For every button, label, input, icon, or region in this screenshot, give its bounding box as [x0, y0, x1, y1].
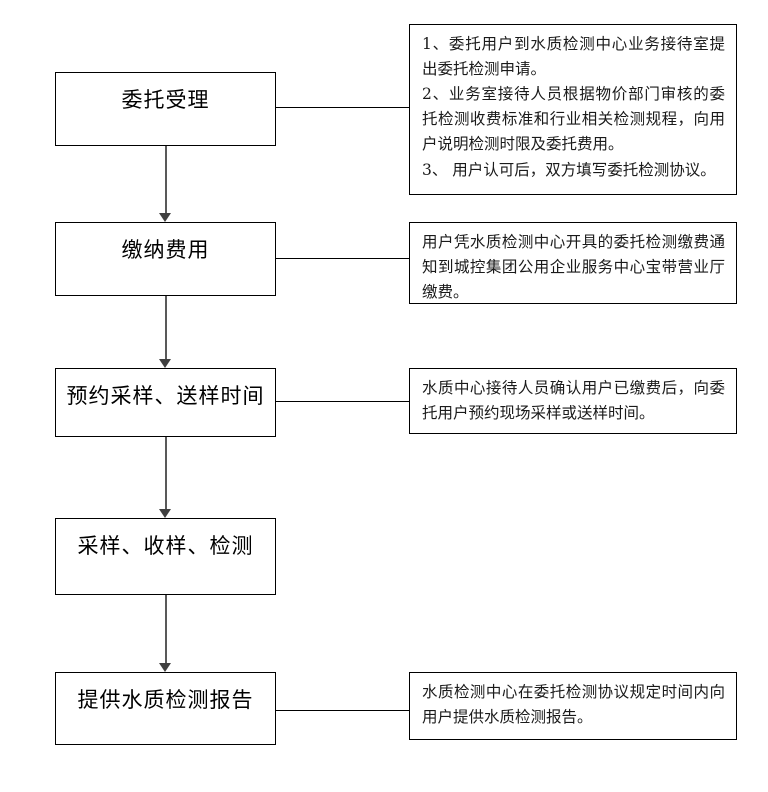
note-box-step-1: 1、委托用户到水质检测中心业务接待室提出委托检测申请。 2、业务室接待人员根据物…: [409, 24, 737, 195]
connector-step-1-to-note-1: [276, 107, 410, 108]
process-box-label-step-4: 采样、收样、检测: [77, 535, 254, 558]
process-box-label-step-3: 预约采样、送样时间: [66, 385, 265, 408]
process-box-step-1[interactable]: 委托受理: [55, 72, 276, 146]
note-box-step-5: 水质检测中心在委托检测协议规定时间内向用户提供水质检测报告。: [409, 672, 737, 740]
connector-step-5-to-note-5: [276, 710, 410, 711]
process-box-step-3[interactable]: 预约采样、送样时间: [55, 368, 276, 437]
process-box-step-5[interactable]: 提供水质检测报告: [55, 672, 276, 745]
connector-step-3-to-note-3: [276, 401, 410, 402]
note-text-step-3: 水质中心接待人员确认用户已缴费后，向委托用户预约现场采样或送样时间。: [422, 379, 725, 423]
note-text-step-5: 水质检测中心在委托检测协议规定时间内向用户提供水质检测报告。: [422, 683, 725, 727]
note-text-step-1: 1、委托用户到水质检测中心业务接待室提出委托检测申请。 2、业务室接待人员根据物…: [422, 35, 725, 179]
note-box-step-3: 水质中心接待人员确认用户已缴费后，向委托用户预约现场采样或送样时间。: [409, 368, 737, 434]
process-box-label-step-5: 提供水质检测报告: [77, 689, 254, 712]
process-box-step-2[interactable]: 缴纳费用: [55, 222, 276, 296]
connector-step-2-to-note-2: [276, 258, 410, 259]
note-box-step-2: 用户凭水质检测中心开具的委托检测缴费通知到城控集团公用企业服务中心宝带营业厅缴费…: [409, 222, 737, 304]
process-box-step-4[interactable]: 采样、收样、检测: [55, 518, 276, 595]
process-box-label-step-1: 委托受理: [121, 89, 210, 112]
note-text-step-2: 用户凭水质检测中心开具的委托检测缴费通知到城控集团公用企业服务中心宝带营业厅缴费…: [422, 233, 725, 302]
process-box-label-step-2: 缴纳费用: [121, 239, 210, 262]
